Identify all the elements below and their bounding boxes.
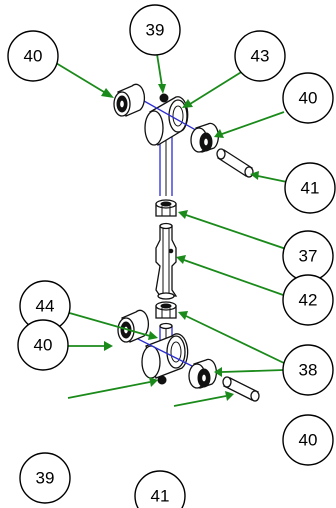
callout-40-lower-left: 40	[17, 319, 69, 371]
callout-40-upper-right: 40	[282, 72, 334, 124]
svg-text:40: 40	[299, 89, 318, 108]
callout-42: 42	[282, 274, 334, 326]
lower-ball	[157, 375, 167, 385]
callout-39-lower: 39	[19, 452, 71, 504]
upper-nut	[155, 199, 177, 217]
leader-lines	[55, 53, 288, 407]
callout-44: 44	[19, 280, 71, 332]
svg-text:40: 40	[299, 431, 318, 450]
callout-41-upper: 41	[284, 162, 336, 214]
turnbuckle-body	[155, 222, 178, 300]
lower-nut	[155, 301, 177, 319]
svg-text:37: 37	[299, 247, 318, 266]
svg-text:41: 41	[151, 487, 170, 506]
svg-text:40: 40	[24, 47, 43, 66]
callout-43: 43	[234, 30, 286, 82]
parts-drawing	[113, 83, 260, 402]
upper-right-spacer	[190, 122, 220, 153]
svg-text:39: 39	[146, 21, 165, 40]
callout-41-lower: 41	[134, 470, 186, 508]
lower-right-spacer	[188, 358, 218, 389]
callout-38: 38	[282, 344, 334, 396]
lower-left-spacer	[117, 309, 150, 343]
svg-text:42: 42	[299, 291, 318, 310]
callout-40-lower-right: 40	[282, 414, 334, 466]
svg-text:39: 39	[36, 469, 55, 488]
callout-39-upper: 39	[129, 4, 181, 56]
svg-text:38: 38	[299, 361, 318, 380]
svg-text:40: 40	[34, 336, 53, 355]
svg-text:43: 43	[251, 47, 270, 66]
callout-bubbles: 40 39 43 40 41 37 42 44	[7, 4, 336, 508]
upper-ball	[159, 93, 169, 103]
lower-housing	[119, 329, 213, 379]
upper-left-spacer	[113, 83, 146, 117]
callout-40-upper-left: 40	[7, 30, 59, 82]
upper-pin	[216, 148, 254, 178]
svg-text:41: 41	[301, 179, 320, 198]
callout-37: 37	[282, 230, 334, 282]
lower-pin	[222, 376, 260, 402]
svg-text:44: 44	[36, 297, 55, 316]
